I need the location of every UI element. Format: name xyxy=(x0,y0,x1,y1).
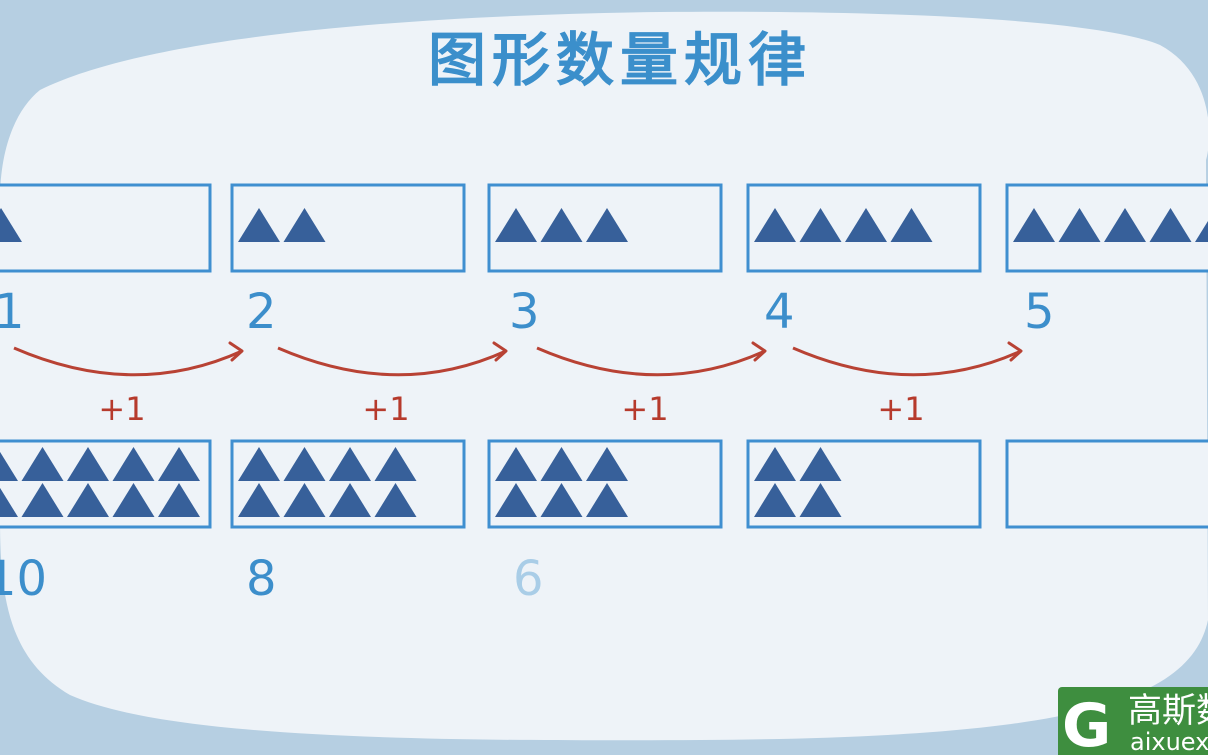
triangle-bottom xyxy=(283,447,326,481)
triangle-bottom xyxy=(67,447,109,481)
box-frame xyxy=(1005,439,1208,529)
triangle-bottom xyxy=(67,483,109,517)
step-arrow xyxy=(13,346,243,377)
triangle-bottom xyxy=(495,447,537,481)
bottom-row xyxy=(0,439,1208,529)
triangle-bottom xyxy=(495,483,537,517)
top-count-label: 2 xyxy=(246,284,277,340)
triangle-top xyxy=(1058,208,1101,242)
triangle-top xyxy=(1149,208,1192,242)
triangle-bottom xyxy=(754,483,796,517)
brand-logo: G 高斯数 aixuexi xyxy=(1058,687,1208,755)
step-arrow xyxy=(277,346,507,377)
triangle-top xyxy=(540,208,583,242)
triangle-top xyxy=(1195,220,1208,242)
triangle-top xyxy=(754,208,796,242)
top-count-label: 1 xyxy=(0,284,25,340)
triangle-top xyxy=(1013,208,1055,242)
triangle-bottom xyxy=(754,447,796,481)
triangle-bottom xyxy=(158,447,200,481)
triangle-bottom xyxy=(21,483,64,517)
triangle-top xyxy=(495,208,537,242)
triangle-top xyxy=(238,208,280,242)
triangle-bottom xyxy=(329,447,371,481)
triangle-bottom xyxy=(0,487,18,517)
triangle-bottom xyxy=(238,447,280,481)
step-label: +1 xyxy=(362,390,409,428)
triangle-bottom xyxy=(329,483,371,517)
arrowhead-icon xyxy=(228,341,244,362)
triangle-top xyxy=(1104,208,1146,242)
step-arrow xyxy=(792,346,1022,377)
triangle-top xyxy=(845,208,887,242)
box-frame xyxy=(0,183,212,273)
bottom-count-label: 10 xyxy=(0,551,47,607)
triangle-top xyxy=(0,208,22,242)
pattern-box-bottom xyxy=(0,439,212,529)
triangle-bottom xyxy=(238,483,280,517)
triangle-bottom xyxy=(112,483,155,517)
triangle-bottom xyxy=(112,447,155,481)
triangle-bottom xyxy=(21,447,64,481)
triangle-bottom xyxy=(799,483,842,517)
triangle-bottom xyxy=(0,451,18,481)
logo-mark: G xyxy=(1062,691,1111,755)
pattern-box-top xyxy=(746,183,982,273)
triangle-top xyxy=(283,208,326,242)
top-count-label: 4 xyxy=(764,284,795,340)
triangle-bottom xyxy=(158,483,200,517)
step-label: +1 xyxy=(98,390,145,428)
pattern-box-top xyxy=(487,183,723,273)
step-label: +1 xyxy=(621,390,668,428)
pattern-box-top xyxy=(1005,183,1208,273)
arrowhead-icon xyxy=(492,341,508,362)
triangle-bottom xyxy=(283,483,326,517)
pattern-box-top xyxy=(230,183,466,273)
triangle-bottom xyxy=(374,447,417,481)
triangle-bottom xyxy=(540,447,583,481)
pattern-box-bottom xyxy=(1005,439,1208,529)
pattern-box-top xyxy=(0,183,212,273)
triangle-bottom xyxy=(586,483,628,517)
step-arrows: +1 +1 +1 +1 xyxy=(13,341,1023,428)
top-row xyxy=(0,183,1208,273)
top-count-label: 5 xyxy=(1024,284,1055,340)
bottom-row-labels: 10 8 6 xyxy=(0,551,544,607)
top-row-labels: 1 2 3 4 5 xyxy=(0,284,1055,340)
logo-site: aixuexi xyxy=(1130,728,1208,755)
triangle-top xyxy=(799,208,842,242)
triangle-bottom xyxy=(586,447,628,481)
triangle-bottom xyxy=(540,483,583,517)
pattern-box-bottom xyxy=(746,439,982,529)
logo-name: 高斯数 xyxy=(1128,691,1208,731)
top-count-label: 3 xyxy=(509,284,540,340)
pattern-box-bottom xyxy=(230,439,466,529)
step-arrow xyxy=(536,346,766,377)
arrowhead-icon xyxy=(751,341,767,362)
bottom-count-label: 6 xyxy=(513,551,544,607)
triangle-top xyxy=(890,208,933,242)
whiteboard xyxy=(0,11,1208,741)
triangle-bottom xyxy=(799,447,842,481)
bottom-count-label: 8 xyxy=(246,551,277,607)
pattern-box-bottom xyxy=(487,439,723,529)
triangle-top xyxy=(586,208,628,242)
arrowhead-icon xyxy=(1007,341,1023,362)
page-title: 图形数量规律 xyxy=(428,26,812,94)
triangle-bottom xyxy=(374,483,417,517)
step-label: +1 xyxy=(877,390,924,428)
